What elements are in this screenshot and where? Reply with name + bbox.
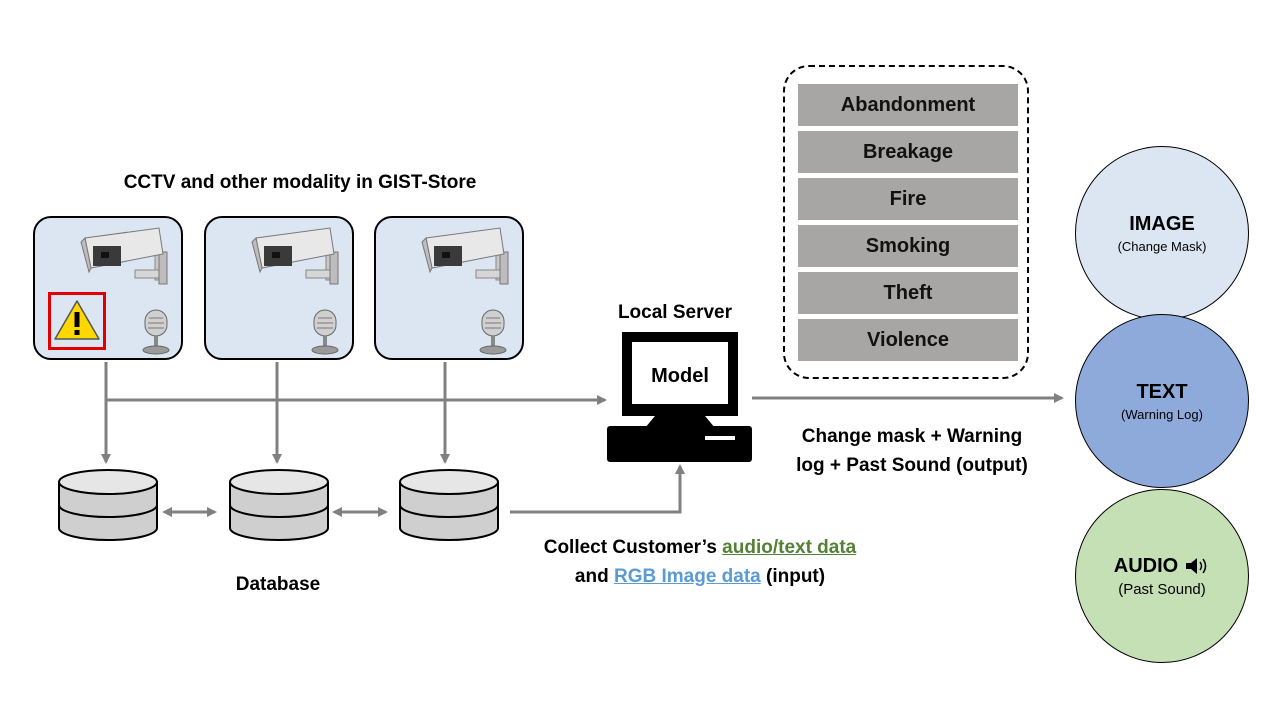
output-description: Change mask + Warning log + Past Sound (… xyxy=(772,422,1052,480)
image-output-subtitle: (Change Mask) xyxy=(1117,238,1207,254)
audio-output-title: AUDIO xyxy=(1113,554,1179,577)
event-category-list: Abandonment Breakage Fire Smoking Theft … xyxy=(783,65,1029,379)
category-abandonment: Abandonment xyxy=(797,83,1019,127)
input-line-1-prefix: Collect Customer’s xyxy=(543,537,723,558)
database-icon-1 xyxy=(58,469,158,541)
category-smoking: Smoking xyxy=(797,224,1019,268)
input-line-2-prefix: and xyxy=(574,566,614,587)
cctv-title: CCTV and other modality in GIST-Store xyxy=(123,172,477,193)
output-line-2: log + Past Sound (output) xyxy=(796,455,1028,476)
camera-panel-1 xyxy=(33,216,183,360)
warning-icon xyxy=(54,300,100,340)
database-icon-2 xyxy=(229,469,329,541)
input-description: Collect Customer’s audio/text data and R… xyxy=(510,533,890,591)
text-output-circle: TEXT (Warning Log) xyxy=(1075,314,1249,488)
database-label: Database xyxy=(235,574,321,595)
audio-output-heading: AUDIO xyxy=(1114,555,1210,578)
microphone-icon xyxy=(479,309,507,355)
cctv-camera-icon xyxy=(80,227,168,285)
cctv-camera-icon xyxy=(421,227,509,285)
audio-text-data-link[interactable]: audio/text data xyxy=(722,537,857,558)
warning-alert-box xyxy=(48,292,106,350)
text-output-subtitle: (Warning Log) xyxy=(1121,406,1203,422)
image-output-title: IMAGE xyxy=(1129,212,1195,235)
input-line-1: Collect Customer’s audio/text data xyxy=(510,533,890,562)
output-line-1: Change mask + Warning xyxy=(801,426,1023,447)
speaker-icon xyxy=(1186,558,1207,574)
category-fire: Fire xyxy=(797,177,1019,221)
text-output-title: TEXT xyxy=(1136,380,1188,403)
category-theft: Theft xyxy=(797,271,1019,315)
db-to-server-arrow xyxy=(510,464,685,514)
microphone-icon xyxy=(311,309,339,355)
microphone-icon xyxy=(142,309,170,355)
computer-icon xyxy=(607,332,752,462)
cctv-camera-icon xyxy=(251,227,339,285)
camera-panel-3 xyxy=(374,216,524,360)
audio-output-subtitle: (Past Sound) xyxy=(1118,580,1206,598)
image-output-circle: IMAGE (Change Mask) xyxy=(1075,146,1249,320)
input-line-2: and RGB Image data (input) xyxy=(510,562,890,591)
category-violence: Violence xyxy=(797,318,1019,362)
local-server-label: Local Server xyxy=(617,302,733,323)
audio-output-circle: AUDIO (Past Sound) xyxy=(1075,489,1249,663)
model-label: Model xyxy=(651,365,709,387)
database-icon-3 xyxy=(399,469,499,541)
rgb-image-data-link[interactable]: RGB Image data xyxy=(613,566,761,587)
camera-panel-2 xyxy=(204,216,354,360)
category-breakage: Breakage xyxy=(797,130,1019,174)
input-line-2-suffix: (input) xyxy=(760,566,826,587)
